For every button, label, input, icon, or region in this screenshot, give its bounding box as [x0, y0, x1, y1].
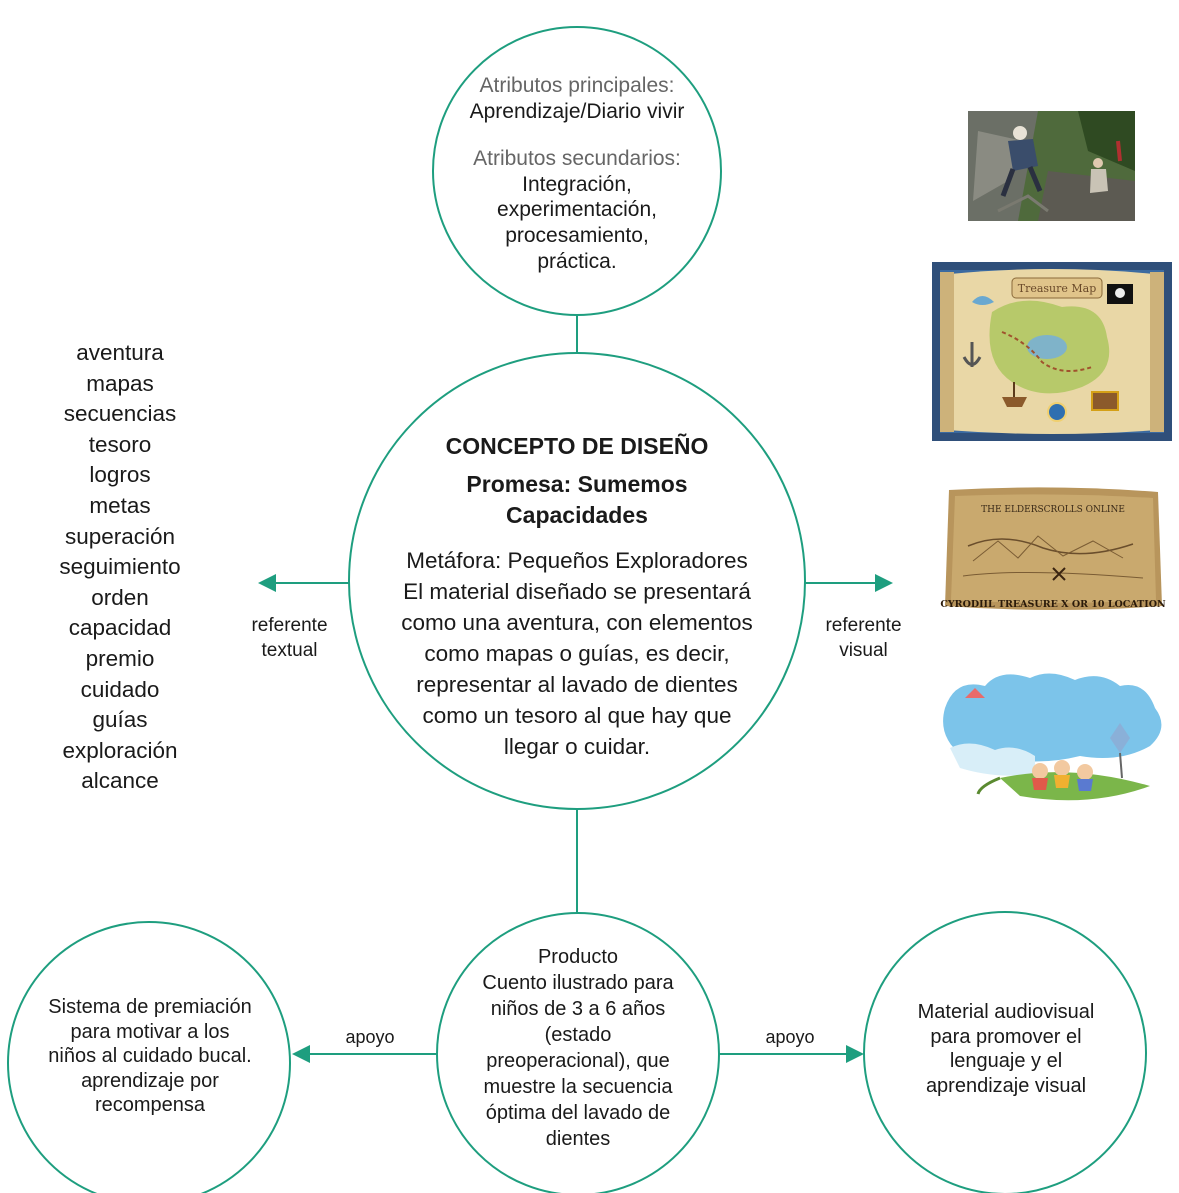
text-line: Material audiovisual — [917, 1001, 1095, 1023]
primary-attributes-heading: Atributos principales: — [479, 74, 675, 97]
text-line: muestre la secuencia — [483, 1076, 673, 1098]
arrow-right-icon — [875, 574, 893, 592]
map-banner-text: Treasure Map — [1018, 282, 1097, 295]
keyword: superación — [64, 523, 176, 549]
reward-system-text: Sistema de premiación para motivar a los… — [22, 995, 278, 1118]
secondary-attribute: experimentación, — [497, 198, 657, 222]
keyword: secuencias — [63, 401, 177, 427]
keyword: premio — [85, 645, 155, 671]
product-text: Producto Cuento ilustrado para niños de … — [448, 944, 708, 1152]
text-line: lenguaje y el — [949, 1050, 1063, 1072]
support-right-label: apoyo — [765, 1027, 815, 1047]
keyword: seguimiento — [59, 554, 181, 580]
concept-promise: Promesa: Sumemos Capacidades — [377, 469, 777, 531]
promise-line: Promesa: Sumemos — [466, 471, 688, 497]
text-line: recompensa — [94, 1094, 206, 1116]
text-line: Cuento ilustrado para — [482, 972, 674, 994]
concept-line: como un tesoro al que hay que — [422, 703, 732, 728]
elder-scrolls-map-image: THE ELDERSCROLLS ONLINE CYRODIIL TREASUR… — [940, 486, 1166, 612]
keyword: orden — [91, 584, 149, 610]
text-line: niños al cuidado bucal. — [48, 1045, 252, 1067]
keyword: exploración — [62, 737, 178, 763]
concept-line: llegar o cuidar. — [503, 734, 651, 759]
product-heading: Producto — [537, 946, 619, 968]
label-line: referente — [825, 615, 902, 636]
secondary-attribute: procesamiento, — [505, 224, 649, 248]
text-line: aprendizaje por — [81, 1069, 219, 1092]
keyword: logros — [89, 462, 151, 488]
treasure-map-image: Treasure Map — [932, 262, 1172, 441]
reward-system-circle — [7, 921, 291, 1193]
keyword: mapas — [86, 370, 154, 396]
text-line: (estado — [544, 1024, 612, 1046]
concept-line: representar al lavado de dientes — [416, 672, 738, 697]
secondary-attribute: Integración, — [522, 172, 632, 196]
promise-line: Capacidades — [506, 502, 648, 528]
text-line: para promover el — [930, 1025, 1082, 1048]
secondary-attribute: práctica. — [537, 249, 617, 273]
keyword: aventura — [76, 340, 164, 365]
keyword: alcance — [81, 768, 159, 794]
concept-title: CONCEPTO DE DISEÑO — [445, 433, 709, 459]
arrow-left-icon — [258, 574, 276, 592]
concept-line: como mapas o guías, es decir, — [424, 641, 730, 666]
label-line: referente — [251, 615, 328, 636]
keyword: tesoro — [88, 431, 152, 457]
concept-line: El material diseñado se presentará — [403, 579, 751, 604]
scroll-subtitle-text: CYRODIIL TREASURE X OR 10 LOCATION — [940, 599, 1166, 610]
attributes-text: Atributos principales: Aprendizaje/Diari… — [437, 73, 717, 274]
visual-reference-label: referente visual — [806, 613, 921, 663]
text-line: niños de 3 a 6 años — [490, 998, 666, 1020]
concept-body: Metáfora: Pequeños Exploradores El mater… — [362, 545, 792, 762]
keyword-list: aventura mapas secuencias tesoro logros … — [20, 338, 220, 797]
text-line: aprendizaje visual — [925, 1074, 1087, 1097]
keyword: guías — [92, 707, 148, 733]
keyword: cuidado — [80, 676, 160, 702]
climbing-photo — [968, 111, 1135, 221]
text-line: para motivar a los — [70, 1020, 230, 1043]
text-line: Sistema de premiación — [48, 996, 252, 1018]
text-line: preoperacional), que — [486, 1050, 670, 1072]
secondary-attributes-heading: Atributos secundarios: — [473, 147, 681, 171]
audiovisual-text: Material audiovisual para promover el le… — [878, 1000, 1134, 1098]
scroll-title-text: THE ELDERSCROLLS ONLINE — [981, 505, 1125, 515]
text-line: dientes — [545, 1128, 611, 1150]
keyword: capacidad — [68, 615, 172, 641]
textual-reference-label: referente textual — [232, 613, 347, 663]
label-line: textual — [261, 640, 318, 661]
concept-line: Metáfora: Pequeños Exploradores — [406, 548, 748, 573]
children-cartoon-image — [940, 668, 1179, 828]
primary-attributes-value: Aprendizaje/Diario vivir — [469, 99, 685, 123]
audiovisual-circle — [863, 911, 1147, 1193]
label-line: visual — [839, 640, 888, 661]
support-left-label: apoyo — [345, 1027, 395, 1047]
keyword: metas — [89, 492, 151, 518]
concept-line: como una aventura, con elementos — [401, 610, 753, 635]
text-line: óptima del lavado de — [485, 1102, 671, 1124]
arrow-support-left-icon — [292, 1045, 310, 1063]
arrow-support-right-icon — [846, 1045, 864, 1063]
